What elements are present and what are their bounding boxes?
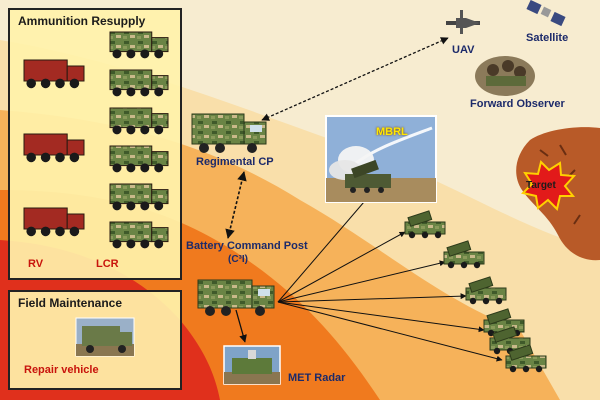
field-maintenance-title: Field Maintenance bbox=[18, 296, 123, 310]
forward-observer-photo bbox=[475, 56, 535, 96]
link-fire-3 bbox=[277, 260, 446, 303]
lcr-vehicle bbox=[109, 31, 169, 59]
satellite-icon bbox=[526, 0, 566, 27]
lcr-vehicle bbox=[109, 107, 169, 135]
ammunition-resupply-title: Ammunition Resupply bbox=[18, 14, 146, 28]
link-fire-2 bbox=[277, 231, 406, 303]
regimental-cp-vehicle bbox=[191, 113, 267, 153]
lcr-vehicle bbox=[109, 69, 169, 97]
met-radar-label: MET Radar bbox=[288, 372, 346, 384]
link-fire-6 bbox=[277, 301, 503, 362]
terrain-texture bbox=[539, 144, 581, 225]
link-battery-radar bbox=[235, 309, 247, 343]
mbrl-photo bbox=[325, 115, 437, 203]
met-radar-photo bbox=[223, 345, 281, 385]
rv-vehicle bbox=[23, 207, 85, 237]
battery-cp-label: Battery Command Post bbox=[186, 240, 308, 252]
uav-icon bbox=[446, 10, 480, 34]
uav-label: UAV bbox=[452, 44, 475, 56]
regimental-cp-label: Regimental CP bbox=[196, 156, 274, 168]
link-fire-1 bbox=[277, 194, 371, 303]
lcr-vehicle bbox=[109, 183, 169, 211]
forward-observer-label: Forward Observer bbox=[470, 98, 565, 110]
launcher-vehicle bbox=[404, 210, 446, 239]
lcr-label: LCR bbox=[96, 258, 119, 270]
field-maintenance-panel: Field Maintenance Repair vehicle bbox=[8, 290, 182, 390]
launcher-vehicle bbox=[465, 276, 507, 305]
link-fire-5 bbox=[277, 301, 485, 333]
repair-vehicle-photo bbox=[75, 317, 135, 357]
ammunition-resupply-panel: Ammunition Resupply RV LCR bbox=[8, 8, 182, 280]
ammo-vehicles bbox=[23, 31, 169, 249]
mbrl-label: MBRL bbox=[376, 126, 408, 138]
link-fire-4 bbox=[277, 293, 467, 303]
launcher-vehicle bbox=[505, 344, 547, 373]
lcr-vehicle bbox=[109, 221, 169, 249]
rv-vehicle bbox=[23, 59, 85, 89]
rv-label: RV bbox=[28, 258, 44, 270]
link-cp-uav bbox=[261, 37, 449, 121]
launcher-vehicle bbox=[443, 240, 485, 269]
battery-cp-sublabel: (C³I) bbox=[228, 254, 248, 265]
battery-cp-vehicle bbox=[197, 279, 275, 316]
link-cp-battery bbox=[225, 171, 247, 239]
target-label: Target bbox=[526, 180, 556, 191]
lcr-vehicle bbox=[109, 145, 169, 173]
satellite-label: Satellite bbox=[526, 32, 569, 44]
launcher-group bbox=[404, 210, 547, 373]
target-burst bbox=[521, 160, 577, 211]
rv-vehicle bbox=[23, 133, 85, 163]
repair-vehicle-label: Repair vehicle bbox=[24, 364, 99, 376]
